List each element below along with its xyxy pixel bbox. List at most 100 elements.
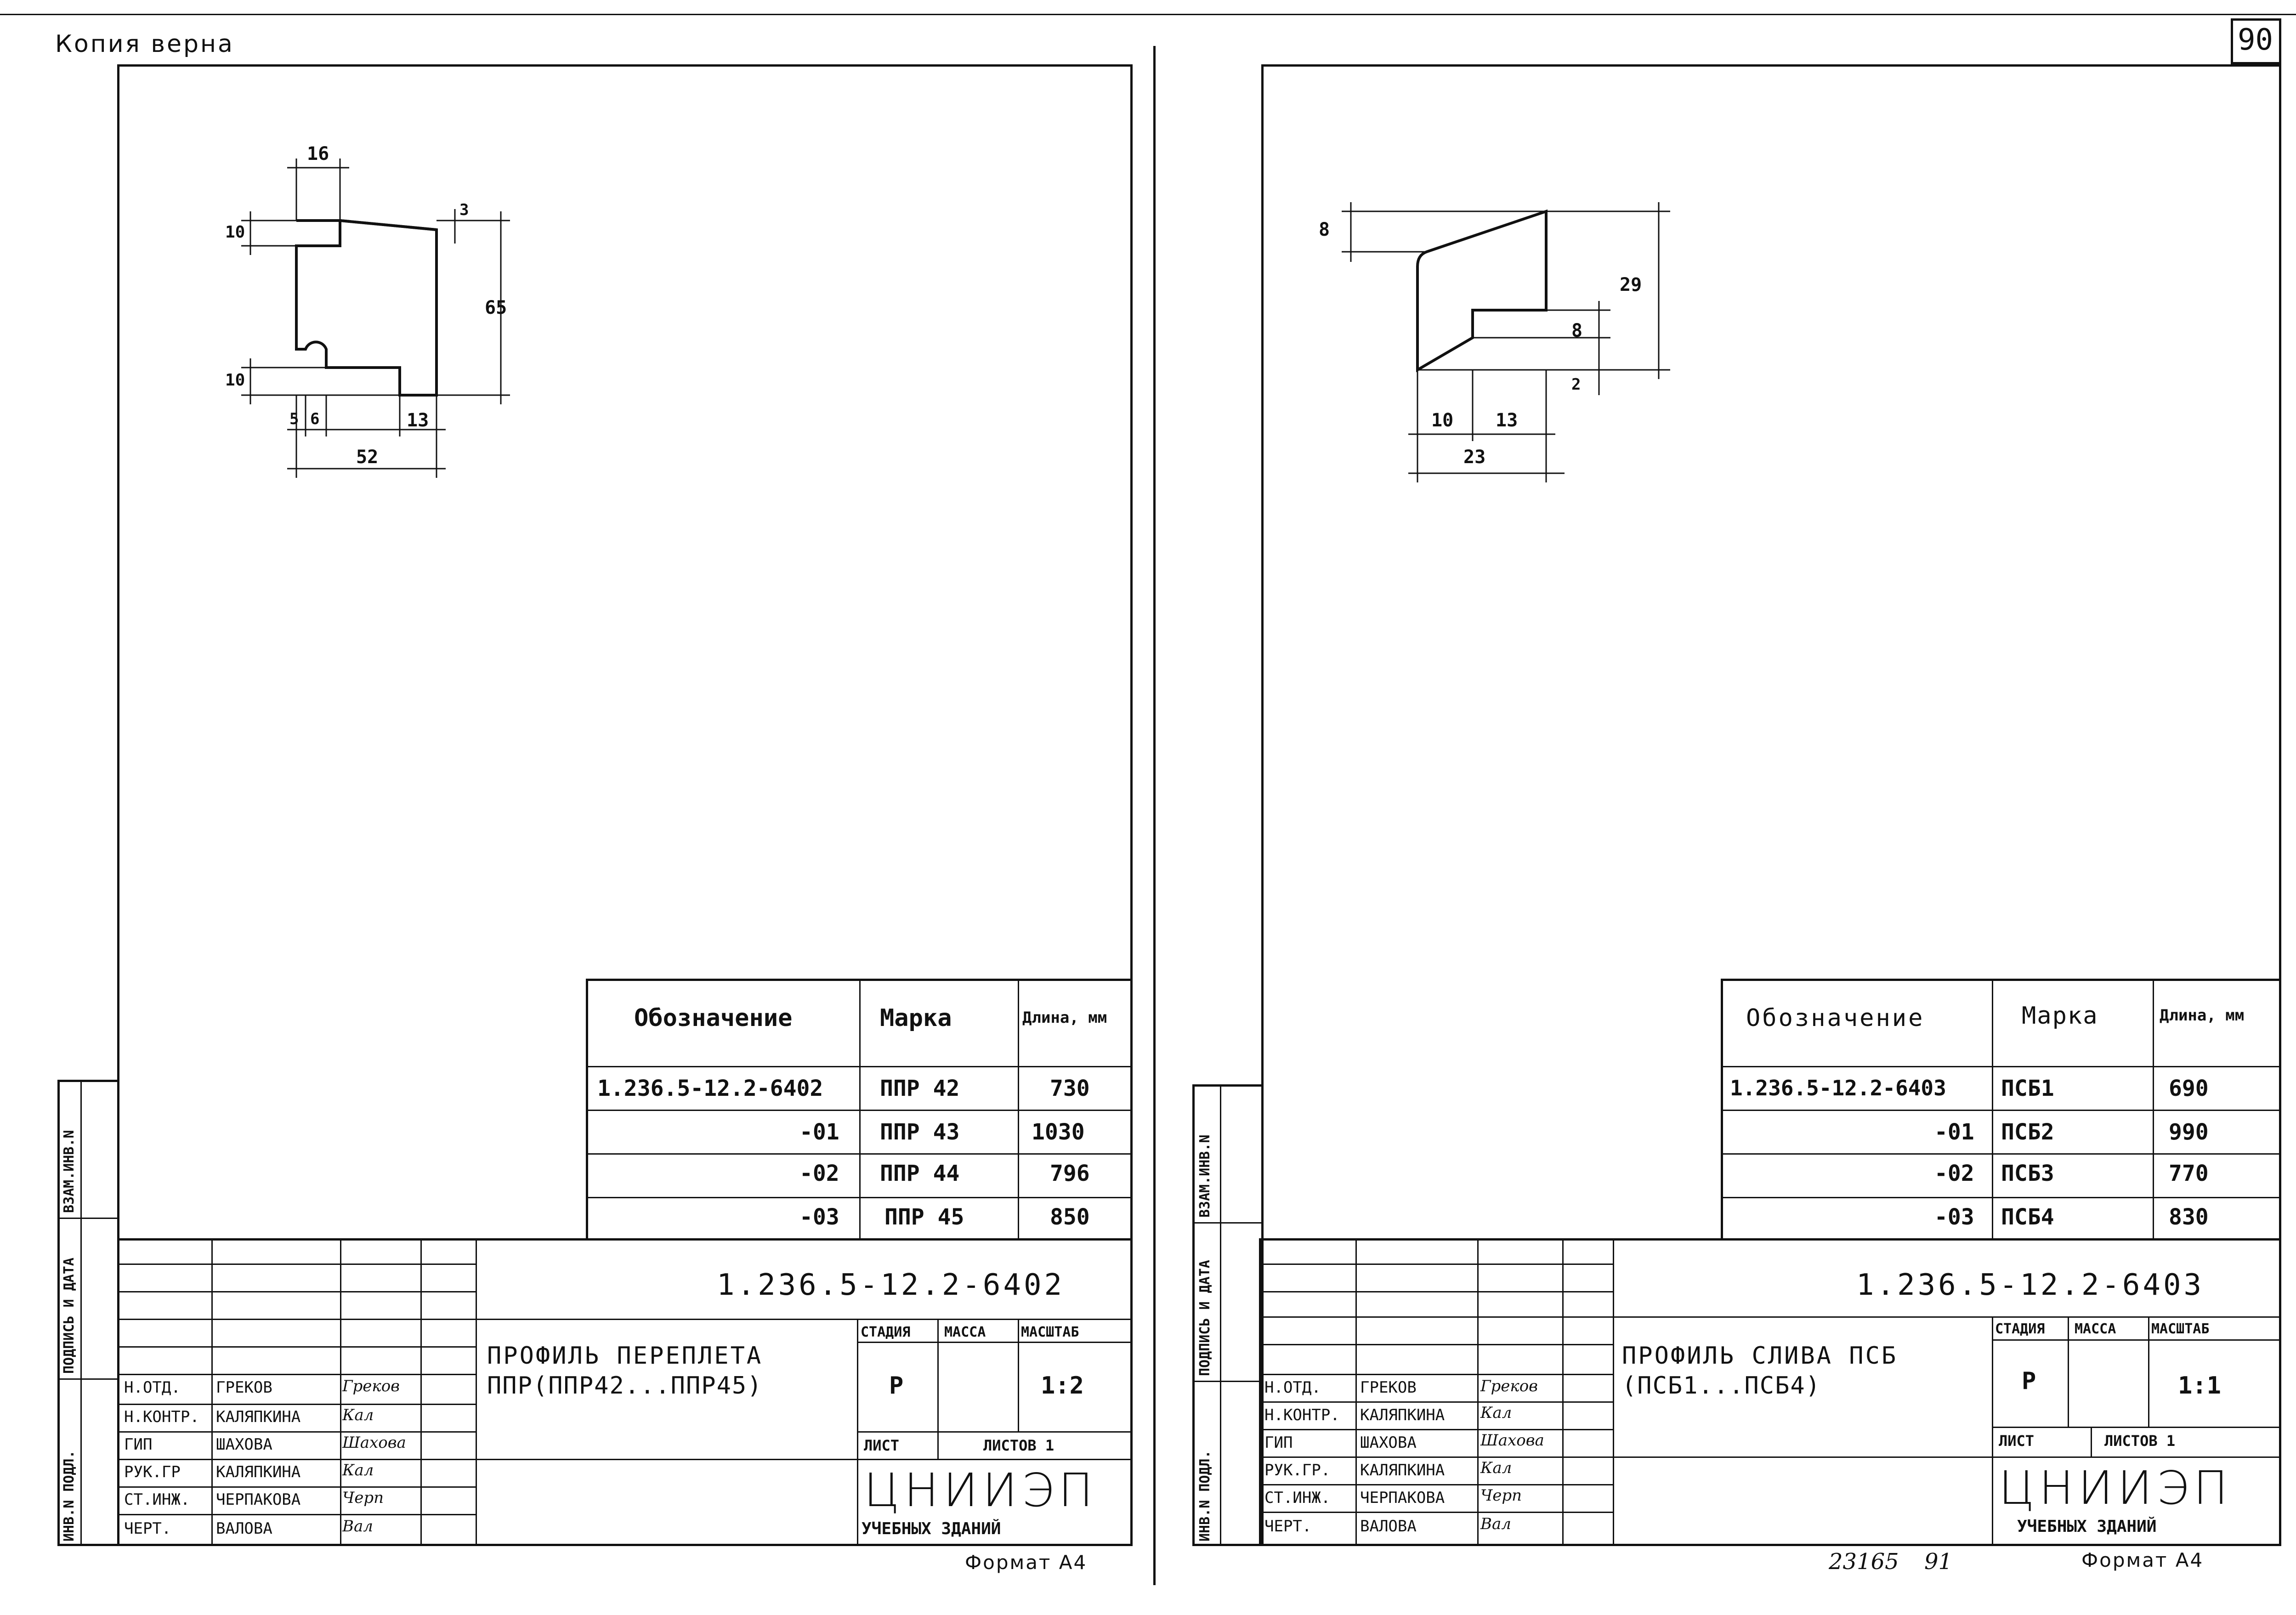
- spec-header-mark: Марка: [2022, 1002, 2098, 1030]
- role-label: Н.КОНТР.: [124, 1408, 199, 1426]
- title-block-col: [1562, 1238, 1564, 1546]
- dim-8-top: 8: [1319, 219, 1330, 240]
- spec-header-length: Длина, мм: [1022, 1009, 1107, 1027]
- title-block-col: [1477, 1238, 1479, 1546]
- spec-cell: ППР 43: [880, 1119, 960, 1145]
- title-block-col: [2148, 1316, 2149, 1427]
- side-stamp-row-line: [57, 1218, 119, 1219]
- signature: Вал: [1480, 1515, 1511, 1533]
- spec-cell: -03: [799, 1204, 839, 1230]
- person-name: КАЛЯПКИНА: [216, 1408, 301, 1426]
- spec-cell: ПСБ1: [2001, 1076, 2054, 1101]
- spec-cell: 690: [2169, 1076, 2209, 1101]
- person-name: ГРЕКОВ: [216, 1378, 272, 1397]
- person-name: ЧЕРПАКОВА: [216, 1490, 301, 1509]
- side-stamp-right: [1192, 1084, 1264, 1546]
- person-name: ВАЛОВА: [216, 1519, 272, 1538]
- dim-52: 52: [356, 447, 379, 468]
- role-label: Н.КОНТР.: [1264, 1406, 1340, 1424]
- signature: Шахова: [342, 1434, 406, 1452]
- spec-cell: 796: [1050, 1161, 1090, 1186]
- side-label-replace: ВЗАМ.ИНВ.N: [1197, 1134, 1213, 1218]
- signature: Вал: [342, 1517, 373, 1536]
- title-block-row: [1259, 1264, 1613, 1265]
- spec-cell: 1.236.5-12.2-6402: [597, 1076, 823, 1101]
- spec-cell: -03: [1934, 1204, 1974, 1230]
- title-block-divider: [476, 1238, 477, 1546]
- signature: Кал: [342, 1461, 374, 1479]
- designation-main: 1.236.5-12.2-6402: [717, 1268, 1065, 1302]
- dim-16: 16: [307, 143, 329, 164]
- title-block-row: [117, 1264, 476, 1265]
- dim-10: 10: [1431, 410, 1454, 431]
- signature: Черп: [342, 1489, 384, 1507]
- title-block-row: [1259, 1316, 2281, 1318]
- spec-table-row-line: [1721, 1066, 2281, 1067]
- role-label: СТ.ИНЖ.: [1264, 1489, 1331, 1507]
- scale-value: 1:1: [2178, 1372, 2221, 1400]
- spec-cell: -02: [1934, 1161, 1974, 1186]
- title-block-col: [340, 1238, 341, 1546]
- title-block-row: [117, 1514, 476, 1515]
- signature: Шахова: [1480, 1431, 1544, 1450]
- spec-cell: ПСБ3: [2001, 1161, 2054, 1186]
- designation-main: 1.236.5-12.2-6403: [1856, 1268, 2205, 1302]
- spec-table-row-line: [1721, 1153, 2281, 1155]
- title-block-row: [1259, 1512, 1613, 1513]
- title-block-row: [1259, 1344, 1613, 1345]
- scale-value: 1:2: [1041, 1372, 1084, 1400]
- role-label: Н.ОТД.: [124, 1378, 181, 1397]
- side-stamp-row-line: [57, 1378, 119, 1380]
- dim-65: 65: [485, 297, 507, 318]
- side-stamp-col-line: [80, 1080, 82, 1546]
- role-label: ГИП: [124, 1435, 153, 1454]
- spec-header-designation: Обозначение: [1746, 1004, 1925, 1032]
- title-block-row: [117, 1431, 476, 1433]
- person-name: ВАЛОВА: [1360, 1517, 1417, 1536]
- title-block-row: [1259, 1291, 1613, 1292]
- title-block-row: [117, 1346, 476, 1348]
- stage-header: СТАДИЯ: [861, 1324, 911, 1340]
- page-number-box: [2231, 18, 2281, 64]
- person-name: ЧЕРПАКОВА: [1360, 1489, 1445, 1507]
- signature: Кал: [1480, 1459, 1512, 1477]
- role-label: СТ.ИНЖ.: [124, 1490, 190, 1509]
- stage-value: Р: [2022, 1367, 2036, 1395]
- dim-29: 29: [1620, 274, 1642, 295]
- stage-value: Р: [889, 1372, 904, 1400]
- title-block-col: [211, 1238, 213, 1546]
- title-block-divider: [1613, 1238, 1614, 1546]
- spec-cell: ППР 42: [880, 1076, 960, 1101]
- sheets-count-label: ЛИСТОВ 1: [2104, 1432, 2176, 1450]
- title-block-col: [1992, 1316, 1993, 1546]
- dim-5: 5: [289, 410, 299, 428]
- org-logo: ЦНИИЭП: [864, 1463, 1098, 1517]
- side-stamp-row-line: [1192, 1222, 1264, 1224]
- footer-number: 23165 91: [1829, 1549, 1953, 1575]
- title-block-row: [1992, 1339, 2281, 1341]
- side-label-sign-date: ПОДПИСЬ И ДАТА: [1197, 1260, 1213, 1376]
- stage-header: СТАДИЯ: [1995, 1321, 2045, 1337]
- role-label: Н.ОТД.: [1264, 1378, 1321, 1397]
- person-name: КАЛЯПКИНА: [216, 1463, 301, 1481]
- title-block-row: [117, 1486, 476, 1488]
- dim-10-top: 10: [225, 223, 245, 242]
- format-label: Формат А4: [2081, 1549, 2204, 1571]
- sheets-count-label: ЛИСТОВ 1: [983, 1437, 1054, 1454]
- person-name: КАЛЯПКИНА: [1360, 1406, 1445, 1424]
- spec-table-row-line: [1721, 1110, 2281, 1111]
- spec-table-row-line: [586, 1153, 1133, 1155]
- sheet-label: ЛИСТ: [864, 1437, 900, 1454]
- spec-cell: -02: [799, 1161, 839, 1186]
- signature: Греков: [342, 1377, 400, 1395]
- signature: Греков: [1480, 1377, 1538, 1395]
- title-block-row: [117, 1374, 476, 1375]
- title-block-row: [117, 1459, 1133, 1460]
- org-subtitle: УЧЕБНЫХ ЗДАНИЙ: [862, 1519, 1001, 1538]
- signature: Черп: [1480, 1486, 1522, 1505]
- copy-stamp: Копия верна: [55, 30, 234, 58]
- doc-title-line1: ПРОФИЛЬ ПЕРЕПЛЕТА: [487, 1342, 763, 1370]
- spec-header-mark: Марка: [880, 1004, 952, 1032]
- person-name: КАЛЯПКИНА: [1360, 1461, 1445, 1479]
